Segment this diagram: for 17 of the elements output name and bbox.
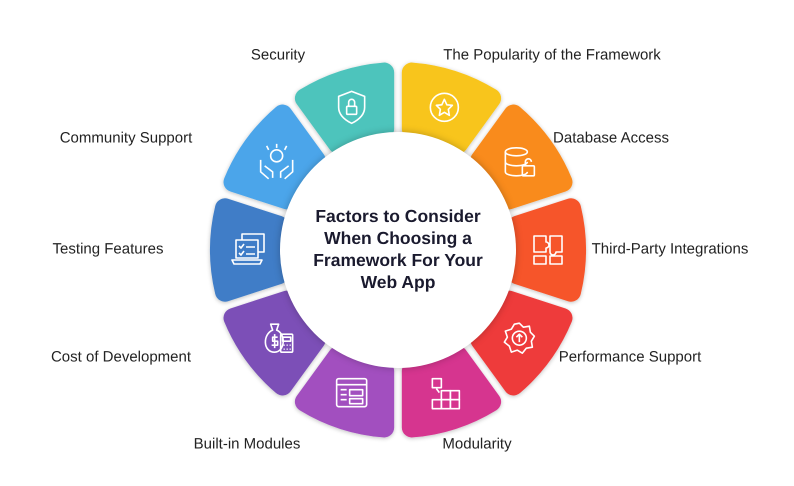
- segment-icon: [224, 290, 326, 396]
- segment-icon: [294, 346, 394, 438]
- factor-label: Built-in Modules: [194, 436, 300, 452]
- factor-label: The Popularity of the Framework: [443, 46, 661, 64]
- center-title: Factors to Consider When Choosing a Framework For Your Web App: [312, 206, 484, 294]
- segment-icon: [224, 104, 326, 210]
- factor-label: Cost of Development: [50, 348, 192, 366]
- segment-icon: [294, 62, 394, 154]
- factor-label: Performance Support: [558, 348, 702, 366]
- factor-label: Modularity: [442, 436, 512, 452]
- factor-label: Third-Party Integrations: [592, 240, 748, 258]
- segment-icon: [402, 62, 502, 154]
- factor-label: Testing Features: [52, 240, 164, 258]
- factor-label: Security: [250, 46, 306, 64]
- factor-label: Database Access: [553, 130, 669, 146]
- segment-icon: [402, 346, 502, 438]
- factor-label: Community Support: [60, 130, 192, 146]
